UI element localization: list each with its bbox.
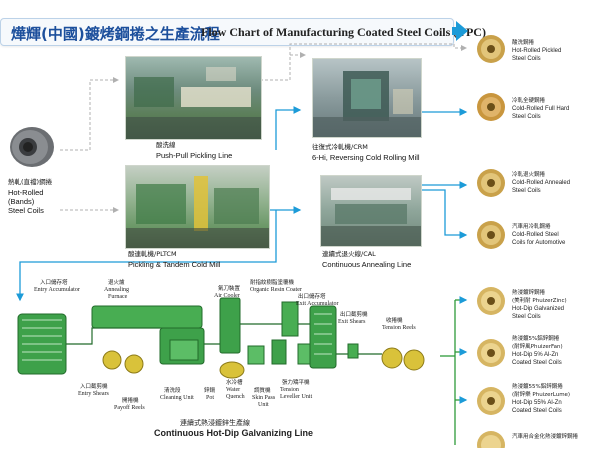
page-title-en: Flow Chart of Manufacturing Coated Steel… <box>201 25 486 39</box>
product-5-en-1: Hot-Dip Galvanized <box>512 306 565 312</box>
galv-label-en-6: Exit Shears <box>338 319 366 325</box>
product-4-en-2: Coils for Automotive <box>512 240 566 246</box>
product-7-zh2: (耐鋅樂 PhuizerLume) <box>512 392 571 398</box>
input-label-en-2: (Bands) <box>8 197 35 206</box>
galv-label-en-3: Air Cooler <box>214 293 240 299</box>
galvanizing-line-diagram <box>17 297 425 379</box>
galv-label-en-1: Entry Accumulator <box>34 287 80 293</box>
product-coil-icon <box>476 34 506 69</box>
crm-caption-en: 6-Hi, Reversing Cold Rolling Mill <box>312 153 420 162</box>
crm-caption-zh: 往復式冷軋機/CRM <box>312 143 368 151</box>
galv-label-zh-8: 入口截剪機 <box>80 384 108 390</box>
product-5-zh2: (美利耐 PhuizerZinc) <box>512 298 567 304</box>
galv-label-zh-10: 清洗段 <box>164 388 181 394</box>
galv-label-zh-3: 氣刀裝置 <box>218 286 241 292</box>
galv-label-zh-6: 出口截剪機 <box>340 312 368 318</box>
product-1-en-1: Hot-Rolled Pickled <box>512 48 562 54</box>
page-title-zh: 燁輝(中國)鍍烤鋼捲之生產流程 <box>11 25 220 43</box>
title-arrow-icon <box>456 21 468 41</box>
product-coil-icon <box>476 168 506 203</box>
pltcm-caption-en: Pickling & Tandem Cold Mill <box>128 260 221 269</box>
galv-label-en-4: Organic Resin Coater <box>250 287 302 293</box>
galv-label-en-14b: Leveller Unit <box>280 394 313 400</box>
connector-cal-auto <box>420 189 468 239</box>
galv-label-en-2a: Annealing <box>104 287 129 293</box>
product-7-zh: 熱浸鍍55%鋁鋅鋼捲 <box>512 384 563 390</box>
pickling-line-photo <box>125 56 262 140</box>
connector-pickled-product <box>453 44 467 51</box>
product-3-en-1: Cold-Rolled Annealed <box>512 180 571 186</box>
galv-label-en-7: Tension Reels <box>382 325 416 331</box>
product-4-en-1: Cold-Rolled Steel <box>512 232 559 238</box>
product-6-en-2: Coated Steel Coils <box>512 360 562 366</box>
product-coil-icon <box>476 286 506 321</box>
product-6-zh2: (耐鋅風PhuizerFan) <box>512 344 563 350</box>
product-3-en-2: Steel Coils <box>512 188 541 194</box>
crm-photo <box>312 58 422 138</box>
galv-label-en-8: Entry Shears <box>78 391 109 397</box>
connector-input-pickling <box>60 77 119 151</box>
connector-pickling-product <box>289 43 454 55</box>
product-4-zh: 汽車用冷軋鋼捲 <box>512 224 551 230</box>
connector-to-galv <box>16 210 277 302</box>
hot-rolled-coil-image <box>8 125 56 169</box>
galv-label-en-11: Pot <box>206 395 215 401</box>
cal-photo <box>320 175 422 247</box>
cal-caption-zh: 連續式退火線/CAL <box>322 250 376 258</box>
galv-label-zh-7: 收捲機 <box>386 318 403 324</box>
product-6-zh: 熱浸鍍5%鋁鋅鋼捲 <box>512 336 560 342</box>
input-label-zh: 熱軋(直襠)鋼捲 <box>8 178 53 186</box>
product-6-en-1: Hot-Dip 5% Al-Zn <box>512 352 559 358</box>
galv-label-en-9: Payoff Reels <box>114 405 145 411</box>
galv-label-zh-14: 張力矯平機 <box>282 380 310 386</box>
galv-label-zh-1: 入口儲存塔 <box>40 280 68 286</box>
product-coil-icon <box>476 338 506 373</box>
product-coil-icon <box>476 220 506 255</box>
galv-label-en-10: Cleaning Unit <box>160 395 194 401</box>
galv-label-zh-12: 水冷槽 <box>226 380 243 386</box>
galv-label-zh-5: 出口儲存塔 <box>298 294 326 300</box>
pickling-caption-en: Push-Pull Pickling Line <box>156 151 233 160</box>
galv-label-en-13a: Skin Pass <box>252 395 276 401</box>
galv-label-en-5: Exit Accumulator <box>296 301 339 307</box>
galv-label-zh-11: 鋅鍋 <box>204 388 216 394</box>
galv-label-zh-4: 耐指紋樹脂塗覆機 <box>250 280 295 286</box>
product-2-en-1: Cold-Rolled Full Hard <box>512 106 570 112</box>
galv-title-en: Continuous Hot-Dip Galvanizing Line <box>154 428 313 438</box>
galv-label-en-2b: Furnace <box>108 294 128 300</box>
galv-label-zh-13: 調質機 <box>254 388 271 394</box>
products-column: 酸洗鋼捲 Hot-Rolled Pickled Steel Coils 冷軋全硬… <box>470 28 600 453</box>
product-8-zh: 汽車用合金化熱浸鍍鋅鋼捲 <box>512 434 579 440</box>
product-coil-icon <box>476 92 506 127</box>
product-7-en-1: Hot-Dip 55% Al-Zn <box>512 400 562 406</box>
galv-label-zh-2: 退火爐 <box>108 280 125 286</box>
galv-label-zh-9: 開捲機 <box>122 398 139 404</box>
product-2-en-2: Steel Coils <box>512 114 541 120</box>
pltcm-photo <box>125 165 270 249</box>
product-1-zh: 酸洗鋼捲 <box>512 40 535 46</box>
product-coil-icon <box>476 430 506 453</box>
pickling-caption-zh: 酸洗線 <box>156 141 176 149</box>
title-arrow-stem <box>452 27 458 35</box>
product-1-en-2: Steel Coils <box>512 56 541 62</box>
product-7-en-2: Coated Steel Coils <box>512 408 562 414</box>
product-coil-icon <box>476 386 506 421</box>
input-label-en-1: Hot-Rolled <box>8 188 44 197</box>
cal-caption-en: Continuous Annealing Line <box>322 260 412 269</box>
product-5-zh: 熱浸鍍鋅鋼捲 <box>512 290 546 296</box>
product-3-zh: 冷軋退火鋼捲 <box>512 172 546 178</box>
connector-pickling-crm <box>260 52 306 81</box>
product-2-zh: 冷軋全硬鋼捲 <box>512 98 546 104</box>
title-banner: 燁輝(中國)鍍烤鋼捲之生產流程 Flow Chart of Manufactur… <box>0 18 486 46</box>
product-5-en-2: Steel Coils <box>512 314 541 320</box>
connector-pltcm-crm <box>275 106 302 150</box>
input-label-en-3: Steel Coils <box>8 206 44 215</box>
galv-label-en-12a: Water <box>226 387 241 393</box>
galv-label-en-12b: Quench <box>226 394 245 400</box>
galv-title-zh: 連續式熱浸鍍鋅生產線 <box>180 419 250 427</box>
pltcm-caption-zh: 酸連軋機/PLTCM <box>128 250 177 258</box>
galv-label-en-13b: Unit <box>258 402 269 408</box>
galv-label-en-14a: Tension <box>280 387 299 393</box>
